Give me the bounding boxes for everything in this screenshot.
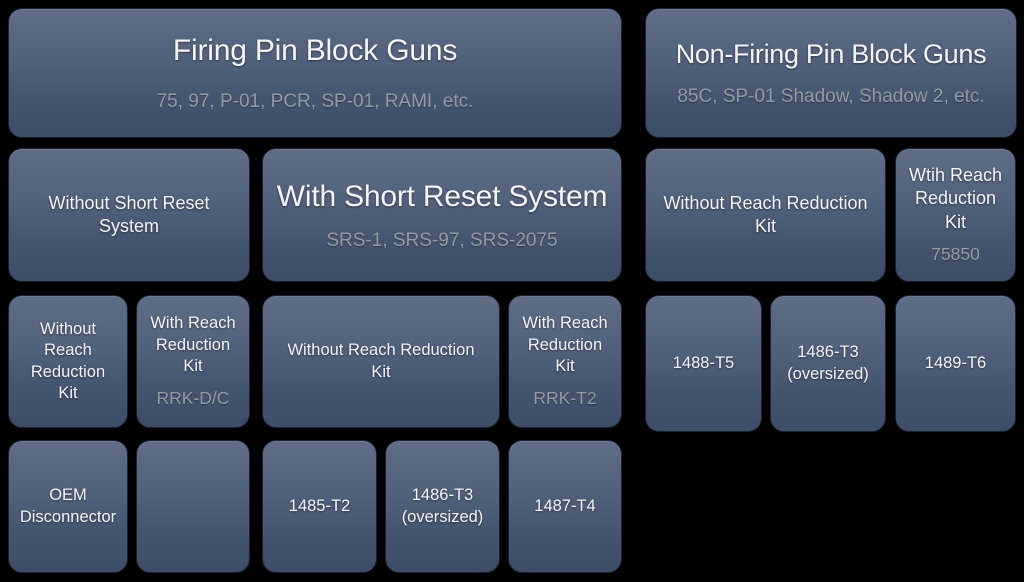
box-blank <box>136 440 250 573</box>
box-title: Without Reach Reduction Kit <box>287 341 475 381</box>
box-with-short-reset-system: With Short Reset System SRS-1, SRS-97, S… <box>262 148 622 282</box>
box-title: Without Reach Reduction Kit <box>663 192 868 236</box>
box-title: Wtih Reach Reduction Kit <box>908 165 1003 232</box>
box-srs-without-reach-reduction-kit: Without Reach Reduction Kit <box>262 295 500 428</box>
box-title: Without Reach Reduction Kit <box>30 319 106 402</box>
box-nosrs-with-reach-reduction-kit: With Reach Reduction Kit RRK-D/C <box>136 295 250 428</box>
box-subtitle: 75850 <box>931 244 980 265</box>
box-title: Firing Pin Block Guns <box>172 34 458 68</box>
box-title: 1486-T3 (oversized) <box>401 486 484 526</box>
box-part-1486-t3-oversized-srs: 1486-T3 (oversized) <box>385 440 500 573</box>
box-subtitle: SRS-1, SRS-97, SRS-2075 <box>326 229 558 251</box>
box-title: 1489-T6 <box>924 353 987 372</box>
box-title: With Short Reset System <box>276 179 608 213</box>
box-title: 1485-T2 <box>288 496 351 515</box>
box-subtitle: 75, 97, P-01, PCR, SP-01, RAMI, etc. <box>156 91 474 113</box>
box-title: 1488-T5 <box>672 353 735 372</box>
box-subtitle: 85C, SP-01 Shadow, Shadow 2, etc. <box>677 85 985 107</box>
box-part-1485-t2: 1485-T2 <box>262 440 377 573</box>
box-subtitle: RRK-T2 <box>533 387 597 408</box>
box-part-1489-t6: 1489-T6 <box>895 295 1016 432</box>
box-without-short-reset-system: Without Short Reset System <box>8 148 250 282</box>
box-title: 1487-T4 <box>534 496 596 515</box>
box-title: Without Short Reset System <box>48 192 210 236</box>
box-nfp-without-reach-reduction-kit: Without Reach Reduction Kit <box>645 148 886 282</box>
box-title: 1486-T3 (oversized) <box>787 343 869 383</box>
box-title: Non-Firing Pin Block Guns <box>675 38 987 69</box>
box-subtitle: RRK-D/C <box>156 387 230 408</box>
box-non-firing-pin-block-guns: Non-Firing Pin Block Guns 85C, SP-01 Sha… <box>645 8 1017 138</box>
box-part-1487-t4: 1487-T4 <box>508 440 622 573</box>
box-title: With Reach Reduction Kit <box>522 314 608 376</box>
box-part-1488-t5: 1488-T5 <box>645 295 762 432</box>
box-title: OEM Disconnector <box>19 486 117 526</box>
box-title: With Reach Reduction Kit <box>150 314 236 376</box>
box-nfp-with-reach-reduction-kit: Wtih Reach Reduction Kit 75850 <box>895 148 1016 282</box>
box-oem-disconnector: OEM Disconnector <box>8 440 128 573</box>
box-firing-pin-block-guns: Firing Pin Block Guns 75, 97, P-01, PCR,… <box>8 8 622 138</box>
box-part-1486-t3-oversized-nfp: 1486-T3 (oversized) <box>770 295 886 432</box>
box-nosrs-without-reach-reduction-kit: Without Reach Reduction Kit <box>8 295 128 428</box>
box-srs-with-reach-reduction-kit: With Reach Reduction Kit RRK-T2 <box>508 295 622 428</box>
